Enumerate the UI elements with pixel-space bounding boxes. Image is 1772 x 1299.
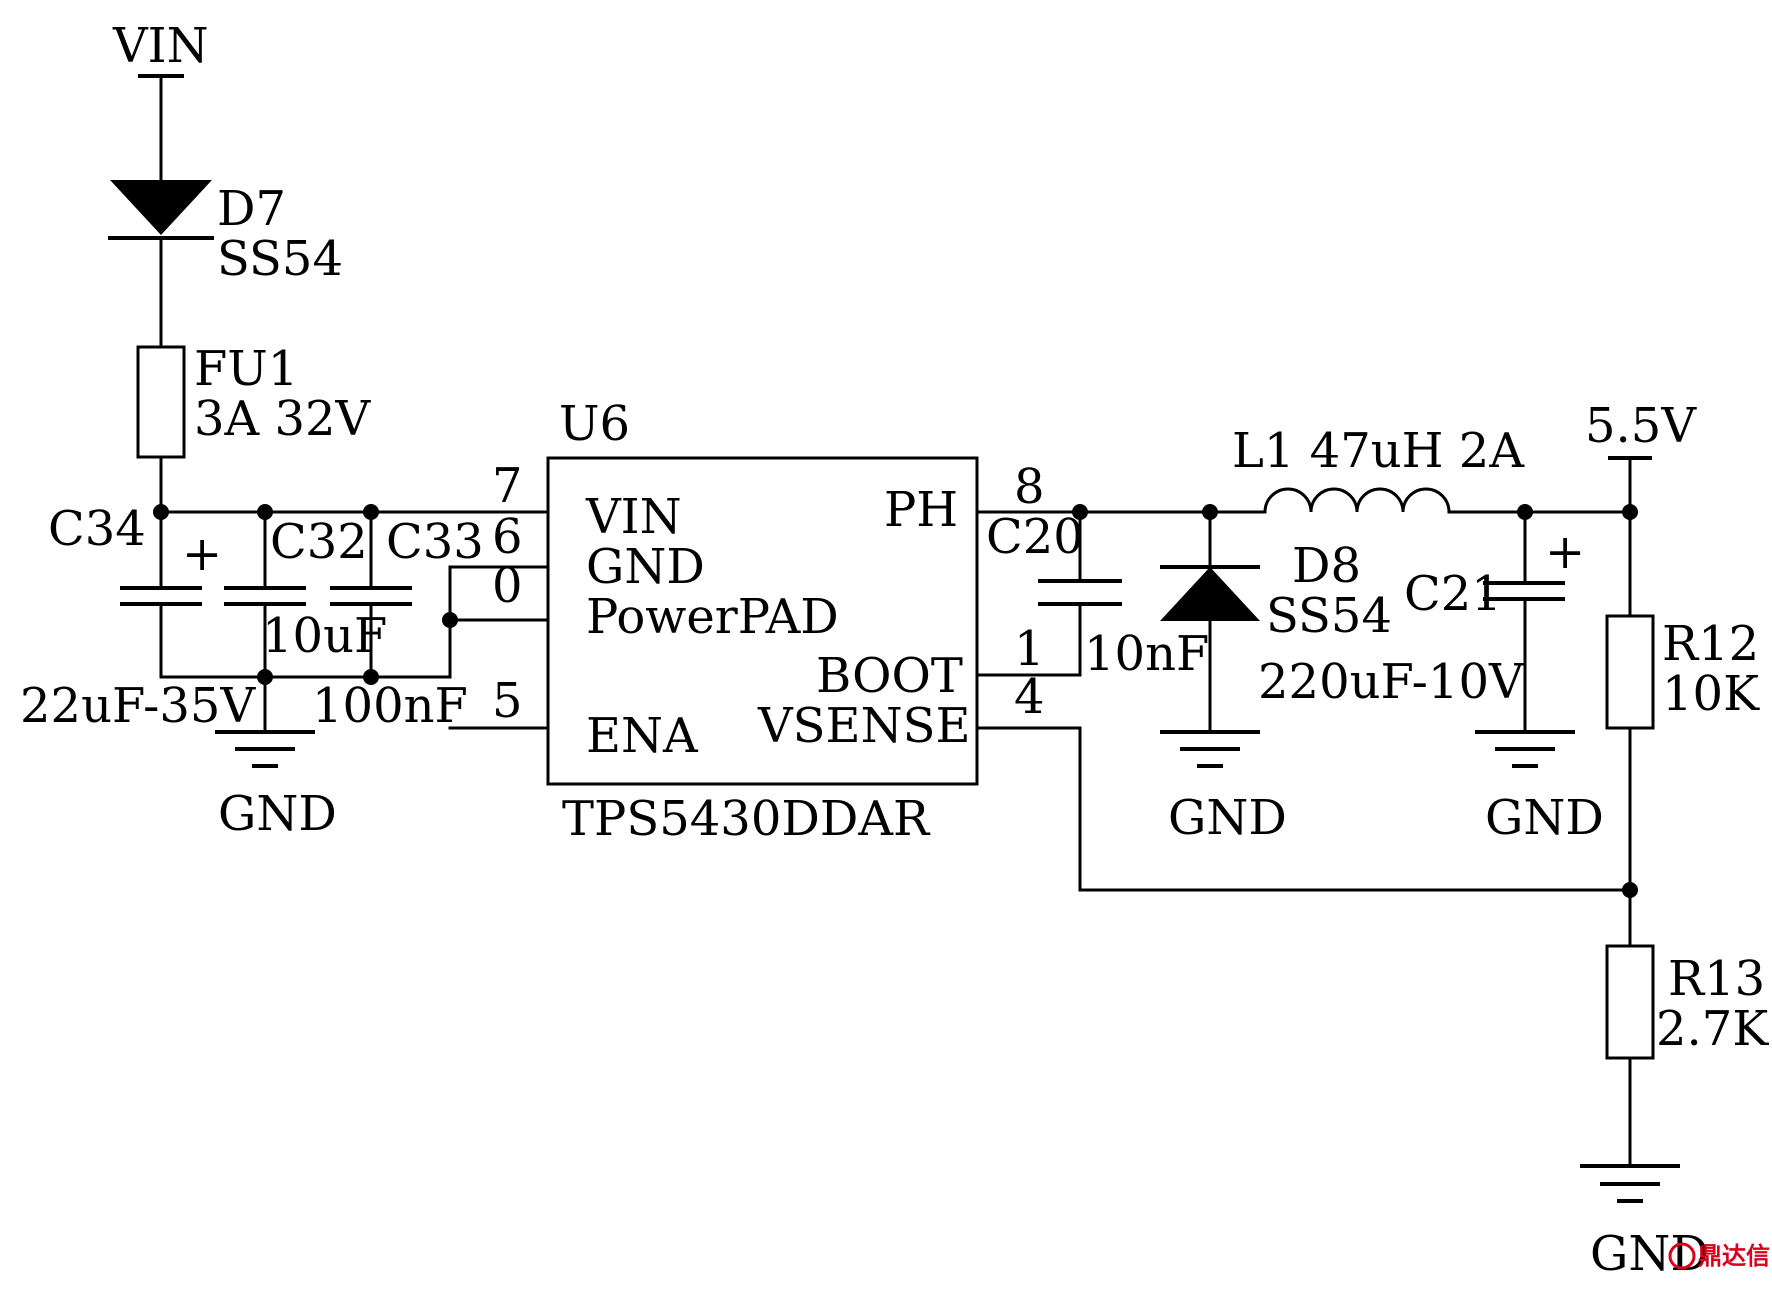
gnd-symbol-d8: GND bbox=[1160, 730, 1287, 846]
fuse-fu1: FU1 3A 32V bbox=[136, 341, 372, 514]
inductor-l1: L1 47uH 2A bbox=[1232, 423, 1525, 514]
c21-plus: + bbox=[1545, 524, 1585, 580]
d7-ref: D7 bbox=[217, 181, 286, 237]
capacitor-c20: C20 10nF bbox=[975, 509, 1209, 682]
vout-port: 5.5V bbox=[1585, 398, 1697, 514]
resistor-r13: R13 2.7K bbox=[1605, 888, 1769, 1168]
junction-c32-bottom bbox=[257, 669, 273, 685]
r12-value: 10K bbox=[1662, 666, 1760, 722]
r13-value: 2.7K bbox=[1656, 1001, 1769, 1057]
gnd-label-d8: GND bbox=[1168, 790, 1287, 846]
gnd-label-r13: GND bbox=[1590, 1226, 1709, 1282]
fu1-ref: FU1 bbox=[194, 341, 298, 397]
c33-ref: C33 bbox=[386, 514, 484, 570]
pin-name-boot: BOOT bbox=[816, 648, 963, 704]
u6-ref: U6 bbox=[559, 396, 630, 452]
l1-label: L1 47uH 2A bbox=[1232, 423, 1525, 479]
pin-name-powerpad: PowerPAD bbox=[586, 589, 839, 645]
pin-name-vsense: VSENSE bbox=[757, 698, 971, 754]
fu1-value: 3A 32V bbox=[194, 391, 372, 447]
gnd-symbol-c21: GND bbox=[1475, 730, 1604, 846]
pin-num-vin: 7 bbox=[492, 458, 523, 514]
junction-c33-bottom bbox=[363, 669, 379, 685]
c34-ref: C34 bbox=[48, 501, 146, 557]
c20-value: 10nF bbox=[1084, 626, 1209, 682]
c21-ref: C21 bbox=[1404, 566, 1502, 622]
pin-num-gnd: 6 bbox=[492, 509, 523, 565]
ic-u6: U6 TPS5430DDAR VIN GND PowerPAD ENA PH B… bbox=[492, 396, 1045, 847]
pin-num-boot: 1 bbox=[1014, 621, 1045, 677]
pin-num-ena: 5 bbox=[492, 673, 523, 729]
watermark-text: 鼎达信 bbox=[1698, 1242, 1770, 1270]
vin-net-label: VIN bbox=[112, 18, 209, 74]
pin-num-vsense: 4 bbox=[1014, 669, 1045, 725]
pin-name-gnd: GND bbox=[586, 539, 705, 595]
r13-ref: R13 bbox=[1668, 951, 1765, 1007]
capacitor-c32: C32 10uF bbox=[224, 510, 387, 734]
diode-d7: D7 SS54 bbox=[108, 74, 343, 349]
vout-net-label: 5.5V bbox=[1585, 398, 1697, 454]
capacitor-c34: + C34 22uF-35V bbox=[20, 501, 256, 734]
vin-port: VIN bbox=[112, 18, 209, 78]
pin-name-vin: VIN bbox=[585, 489, 682, 545]
d8-ref: D8 bbox=[1292, 538, 1361, 594]
gnd-symbol-r13: GND bbox=[1580, 1164, 1709, 1282]
diode-d8: D8 SS54 bbox=[1160, 510, 1392, 734]
junction-powerpad bbox=[442, 612, 458, 628]
pin-name-ena: ENA bbox=[586, 708, 699, 764]
c20-ref: C20 bbox=[986, 509, 1084, 565]
c21-value: 220uF-10V bbox=[1258, 654, 1525, 710]
c32-value: 10uF bbox=[262, 608, 387, 664]
d7-value: SS54 bbox=[217, 231, 343, 287]
r12-ref: R12 bbox=[1662, 616, 1759, 672]
c34-plus: + bbox=[182, 526, 222, 582]
gnd-label-c21: GND bbox=[1485, 790, 1604, 846]
resistor-r12: R12 10K bbox=[1605, 510, 1760, 892]
capacitor-c33: C33 100nF bbox=[312, 510, 484, 734]
gnd-symbol-input: GND bbox=[215, 730, 337, 842]
watermark-logo: 鼎达信 bbox=[1668, 1242, 1770, 1270]
gnd-label-input: GND bbox=[218, 786, 337, 842]
capacitor-c21: + C21 220uF-10V bbox=[1258, 510, 1585, 734]
pin-num-ph: 8 bbox=[1014, 459, 1045, 515]
u6-part: TPS5430DDAR bbox=[562, 791, 931, 847]
c34-value: 22uF-35V bbox=[20, 678, 256, 734]
c33-value: 100nF bbox=[312, 678, 468, 734]
pin-name-ph: PH bbox=[884, 482, 958, 538]
d8-value: SS54 bbox=[1266, 588, 1392, 644]
c32-ref: C32 bbox=[270, 514, 368, 570]
pin-num-powerpad: 0 bbox=[492, 558, 523, 614]
